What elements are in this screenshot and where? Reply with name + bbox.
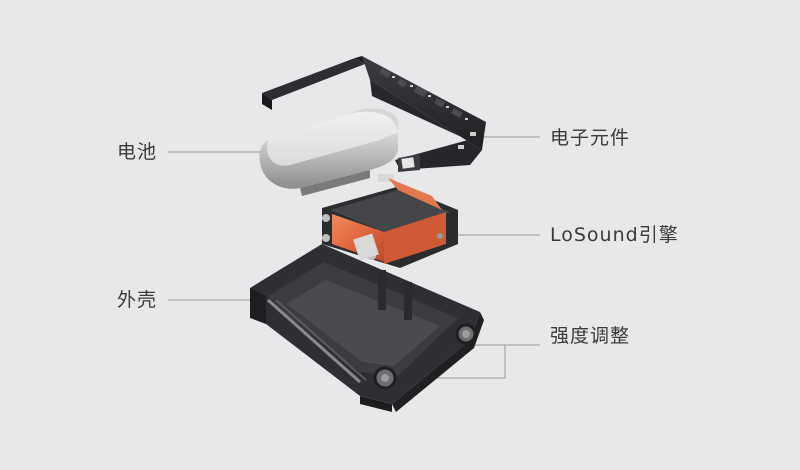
losound-engine xyxy=(322,178,458,268)
label-engine: LoSound引擎 xyxy=(550,224,679,246)
label-strength: 强度调整 xyxy=(550,325,631,347)
outer-shell xyxy=(250,244,484,412)
label-shell: 外壳 xyxy=(117,289,158,311)
electronics-board xyxy=(262,56,486,182)
label-electronics: 电子元件 xyxy=(550,127,631,149)
battery xyxy=(259,108,398,196)
label-battery: 电池 xyxy=(117,141,158,163)
